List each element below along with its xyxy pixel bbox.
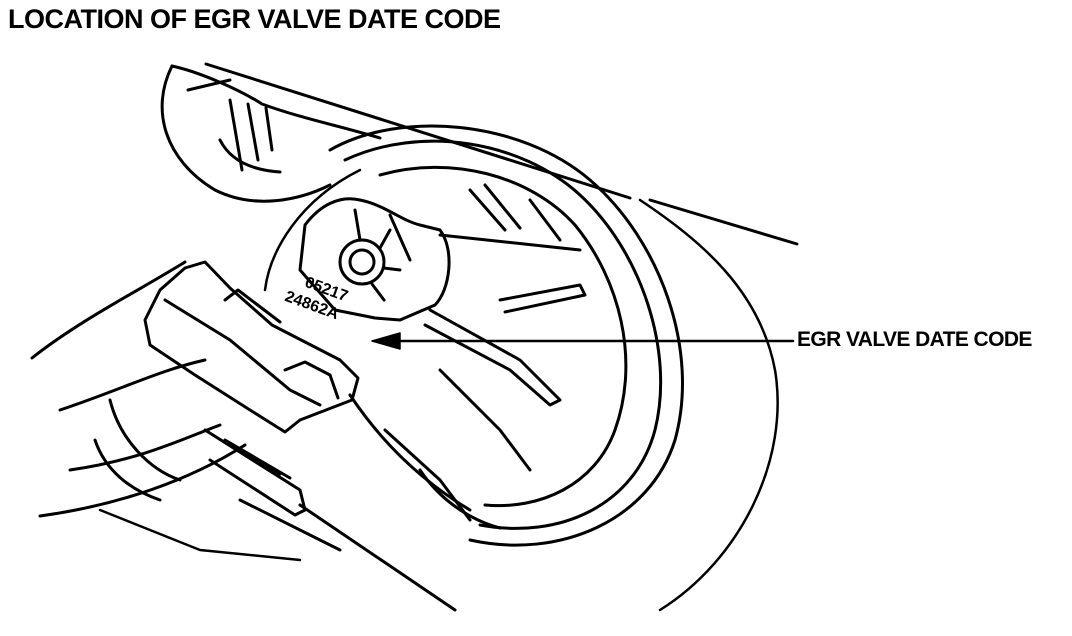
upper-housing <box>160 64 382 203</box>
valve-ribs <box>388 183 587 472</box>
diagram-title: LOCATION OF EGR VALVE DATE CODE <box>8 4 501 34</box>
date-code-stamp: 05217 24862A <box>282 274 350 323</box>
valve-body-rings <box>263 124 684 547</box>
vacuum-hose <box>30 260 457 612</box>
callout-arrowhead <box>371 332 401 350</box>
body-outline-lines <box>204 62 799 612</box>
callout-label: EGR VALVE DATE CODE <box>797 328 1032 351</box>
diaphragm-cap <box>298 197 451 322</box>
callout-arrow <box>371 332 795 350</box>
lower-body-contour <box>348 393 502 530</box>
